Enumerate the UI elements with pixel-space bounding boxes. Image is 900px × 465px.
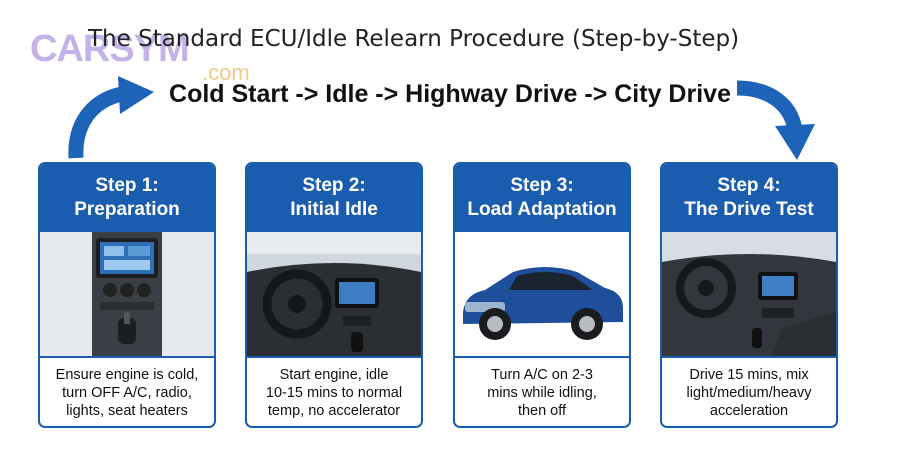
step-line: temp, no accelerator [267, 403, 401, 419]
sequence-banner: Cold Start -> Idle -> Highway Drive -> C… [169, 80, 731, 108]
step-line: light/medium/heavy [686, 385, 812, 401]
car-interior-image [662, 232, 836, 356]
step-description: Ensure engine is cold, turn OFF A/C, rad… [40, 356, 214, 426]
step-line: Start engine, idle [279, 367, 389, 383]
step-number: Step 2: [302, 175, 366, 196]
step-card-4: Step 4: The Drive Test Drive 15 mins, mi… [660, 162, 838, 428]
step-line: lights, seat heaters [66, 403, 188, 419]
step-header: Step 3: Load Adaptation [455, 164, 629, 232]
blue-sedan-image [455, 232, 629, 356]
step-name: Load Adaptation [467, 199, 617, 220]
step-description: Start engine, idle 10-15 mins to normal … [247, 356, 421, 426]
step-header: Step 1: Preparation [40, 164, 214, 232]
step-name: Initial Idle [290, 199, 378, 220]
curved-arrow-left-icon [68, 76, 154, 159]
step-header: Step 2: Initial Idle [247, 164, 421, 232]
step-card-1: Step 1: Preparation Ensure engine is col… [38, 162, 216, 428]
page-title: The Standard ECU/Idle Relearn Procedure … [88, 26, 740, 52]
curved-arrow-right-icon [736, 80, 815, 160]
step-line: acceleration [709, 403, 789, 419]
logo-wordmark: CARSYM [30, 28, 190, 70]
step-card-2: Step 2: Initial Idle Start engine, idle … [245, 162, 423, 428]
step-card-3: Step 3: Load Adaptation Turn A/C on 2-3 … [453, 162, 631, 428]
step-line: Ensure engine is cold, [55, 367, 199, 383]
center-console-image [40, 232, 214, 356]
step-name: The Drive Test [684, 199, 814, 220]
step-header: Step 4: The Drive Test [662, 164, 836, 232]
dashboard-image [247, 232, 421, 356]
logo-domain: .com [202, 60, 250, 85]
step-number: Step 3: [510, 175, 574, 196]
step-line: Drive 15 mins, mix [689, 367, 809, 383]
step-line: Turn A/C on 2-3 [491, 367, 593, 383]
step-number: Step 4: [717, 175, 781, 196]
step-description: Turn A/C on 2-3 mins while idling, then … [455, 356, 629, 426]
step-line: turn OFF A/C, radio, [62, 385, 192, 401]
step-description: Drive 15 mins, mix light/medium/heavy ac… [662, 356, 836, 426]
step-line: then off [517, 403, 567, 419]
step-number: Step 1: [95, 175, 159, 196]
step-name: Preparation [74, 199, 180, 220]
step-line: mins while idling, [487, 385, 597, 401]
step-line: 10-15 mins to normal [265, 385, 403, 401]
carsym-logo: CARSYM .com [30, 28, 250, 85]
